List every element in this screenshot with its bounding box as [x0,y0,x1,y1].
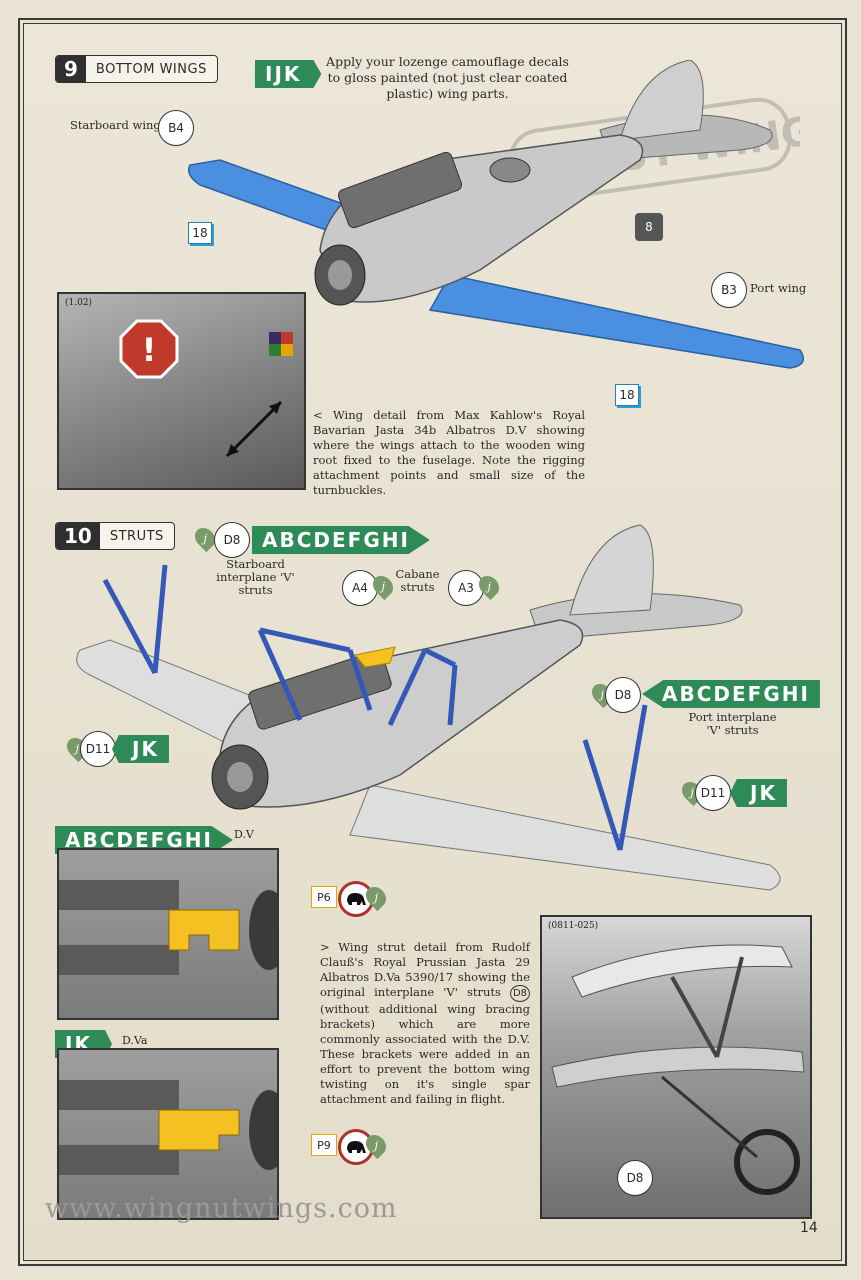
port-struts-label: Port interplane 'V' struts [688,710,777,737]
wing-root-caption: < Wing detail from Max Kahlow's Royal Ba… [313,408,585,497]
double-arrow-icon [225,400,283,458]
marking-tag-jk-right: JK [730,779,787,807]
starboard-wing-label: Starboard wing [70,118,161,132]
step-9-aircraft-illustration [188,60,805,369]
part-d8-starboard: D8 [214,522,250,558]
part-8-fuselage: 8 [635,213,663,241]
inline-part-d8: D8 [509,985,530,1002]
part-b3: B3 [711,272,747,308]
part-d11-port: D11 [695,775,731,811]
step-title: STRUTS [109,528,164,544]
step-number: 10 [56,523,100,549]
part-a4: A4 [342,570,378,606]
detail-dv-render [57,848,279,1020]
part-d8-photo: D8 [617,1160,653,1196]
decal-18-port: 18 [615,384,639,406]
part-p6: P6 [311,886,337,908]
part-p9: P9 [311,1134,337,1156]
strut-reference-photo: (0811-025) D8 [540,915,812,1219]
photo-reference: (1.02) [65,298,93,308]
decal-instruction: Apply your lozenge camouflage decals to … [326,54,569,101]
website-watermark: www.wingnutwings.com [45,1193,398,1224]
marking-tag-starboard: ABCDEFGHI [252,526,430,554]
marking-tag-jk-left: JK [112,735,169,763]
part-d11-starboard: D11 [80,731,116,767]
port-wing-label: Port wing [750,281,807,295]
part-d8-port: D8 [605,677,641,713]
biplane-photo-drawing [551,944,805,1195]
dva-fitting-illustration [59,1080,277,1175]
step-10-aircraft-illustration [76,524,781,891]
photo-reference: (0811-025) [548,921,599,931]
step-number: 9 [56,56,86,82]
decal-18-starboard: 18 [188,222,212,244]
part-b4: B4 [158,110,194,146]
strut-caption-part2: (without additional wing bracing bracket… [320,1002,530,1106]
detail-dva-render [57,1048,279,1220]
cabane-struts-label: Cabane struts [395,567,440,594]
starboard-struts-label: Starboard interplane 'V' struts [216,557,295,597]
color-swatch-icon [269,332,293,356]
strut-caption-part1: > Wing strut detail from Rudolf Clauß's … [320,940,530,999]
step-10-header: 10 STRUTS [55,522,175,550]
detail-dv-model: D.V [234,828,254,841]
dv-fitting-illustration [59,880,277,975]
detail-dva-model: D.Va [122,1034,148,1047]
page-number: 14 [800,1220,818,1236]
part-a3: A3 [448,570,484,606]
svg-text:!: ! [142,331,157,369]
warning-icon: ! [119,319,179,379]
wing-root-photo: (1.02) ! [57,292,306,490]
step-title: BOTTOM WINGS [95,61,207,77]
marking-tag-ijk: IJK [255,60,322,88]
strut-caption: > Wing strut detail from Rudolf Clauß's … [320,940,530,1107]
marking-tag-port: ABCDEFGHI [642,680,820,708]
step-9-header: 9 BOTTOM WINGS [55,55,218,83]
